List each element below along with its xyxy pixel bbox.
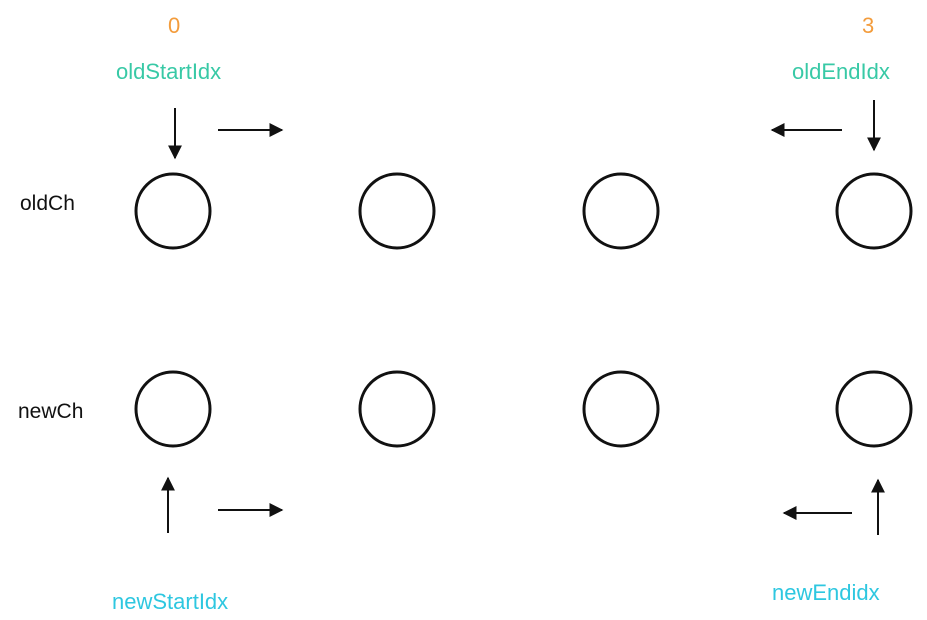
new-node-2: [582, 370, 660, 448]
old-start-idx-label: oldStartIdx: [116, 59, 222, 84]
end-index-label: 3: [862, 13, 875, 38]
new-end-idx-label: newEndidx: [772, 580, 880, 605]
start-index-label: 0: [168, 13, 181, 38]
old-end-idx-label: oldEndIdx: [792, 59, 890, 84]
new-node-0: [134, 370, 212, 448]
old-node-3: [835, 172, 913, 250]
old-children-row-label: oldCh: [20, 192, 75, 215]
old-node-1: [358, 172, 436, 250]
new-children-row-label: newCh: [18, 400, 84, 423]
new-node-3: [835, 370, 913, 448]
old-node-0: [134, 172, 212, 250]
old-node-2: [582, 172, 660, 250]
new-node-1: [358, 370, 436, 448]
new-start-idx-label: newStartIdx: [112, 589, 229, 614]
